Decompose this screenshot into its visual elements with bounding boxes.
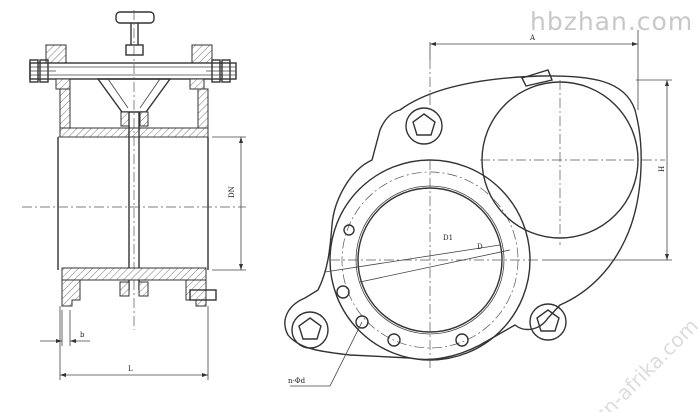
- ear-right: [529, 303, 567, 341]
- ear-left: [291, 311, 329, 349]
- label-b: b: [80, 331, 85, 339]
- bolt-hole: [455, 333, 469, 347]
- label-d1: D1: [443, 234, 453, 242]
- handle-knob: [115, 11, 155, 24]
- front-view: D1 D A H n-Φd: [284, 30, 672, 387]
- bolt-hole: [336, 285, 350, 299]
- label-a: A: [529, 34, 536, 42]
- section-view: DN b L: [22, 10, 246, 380]
- label-l: L: [128, 365, 133, 373]
- label-h: H: [658, 166, 666, 172]
- bolt-hole: [355, 315, 369, 329]
- right-bolt: [206, 59, 236, 83]
- label-holes: n-Φd: [288, 377, 306, 385]
- watermark-top: hbzhan.com: [530, 7, 693, 36]
- label-d: D: [477, 243, 483, 251]
- watermark-side: cn-afrika.com: [589, 314, 700, 412]
- bolt-hole: [387, 333, 401, 347]
- label-dn: DN: [228, 186, 236, 198]
- top-right-flange: [191, 44, 213, 64]
- top-left-flange: [45, 44, 67, 64]
- bolt-hole: [343, 224, 355, 236]
- ear-top: [405, 107, 443, 145]
- left-bolt: [29, 59, 56, 83]
